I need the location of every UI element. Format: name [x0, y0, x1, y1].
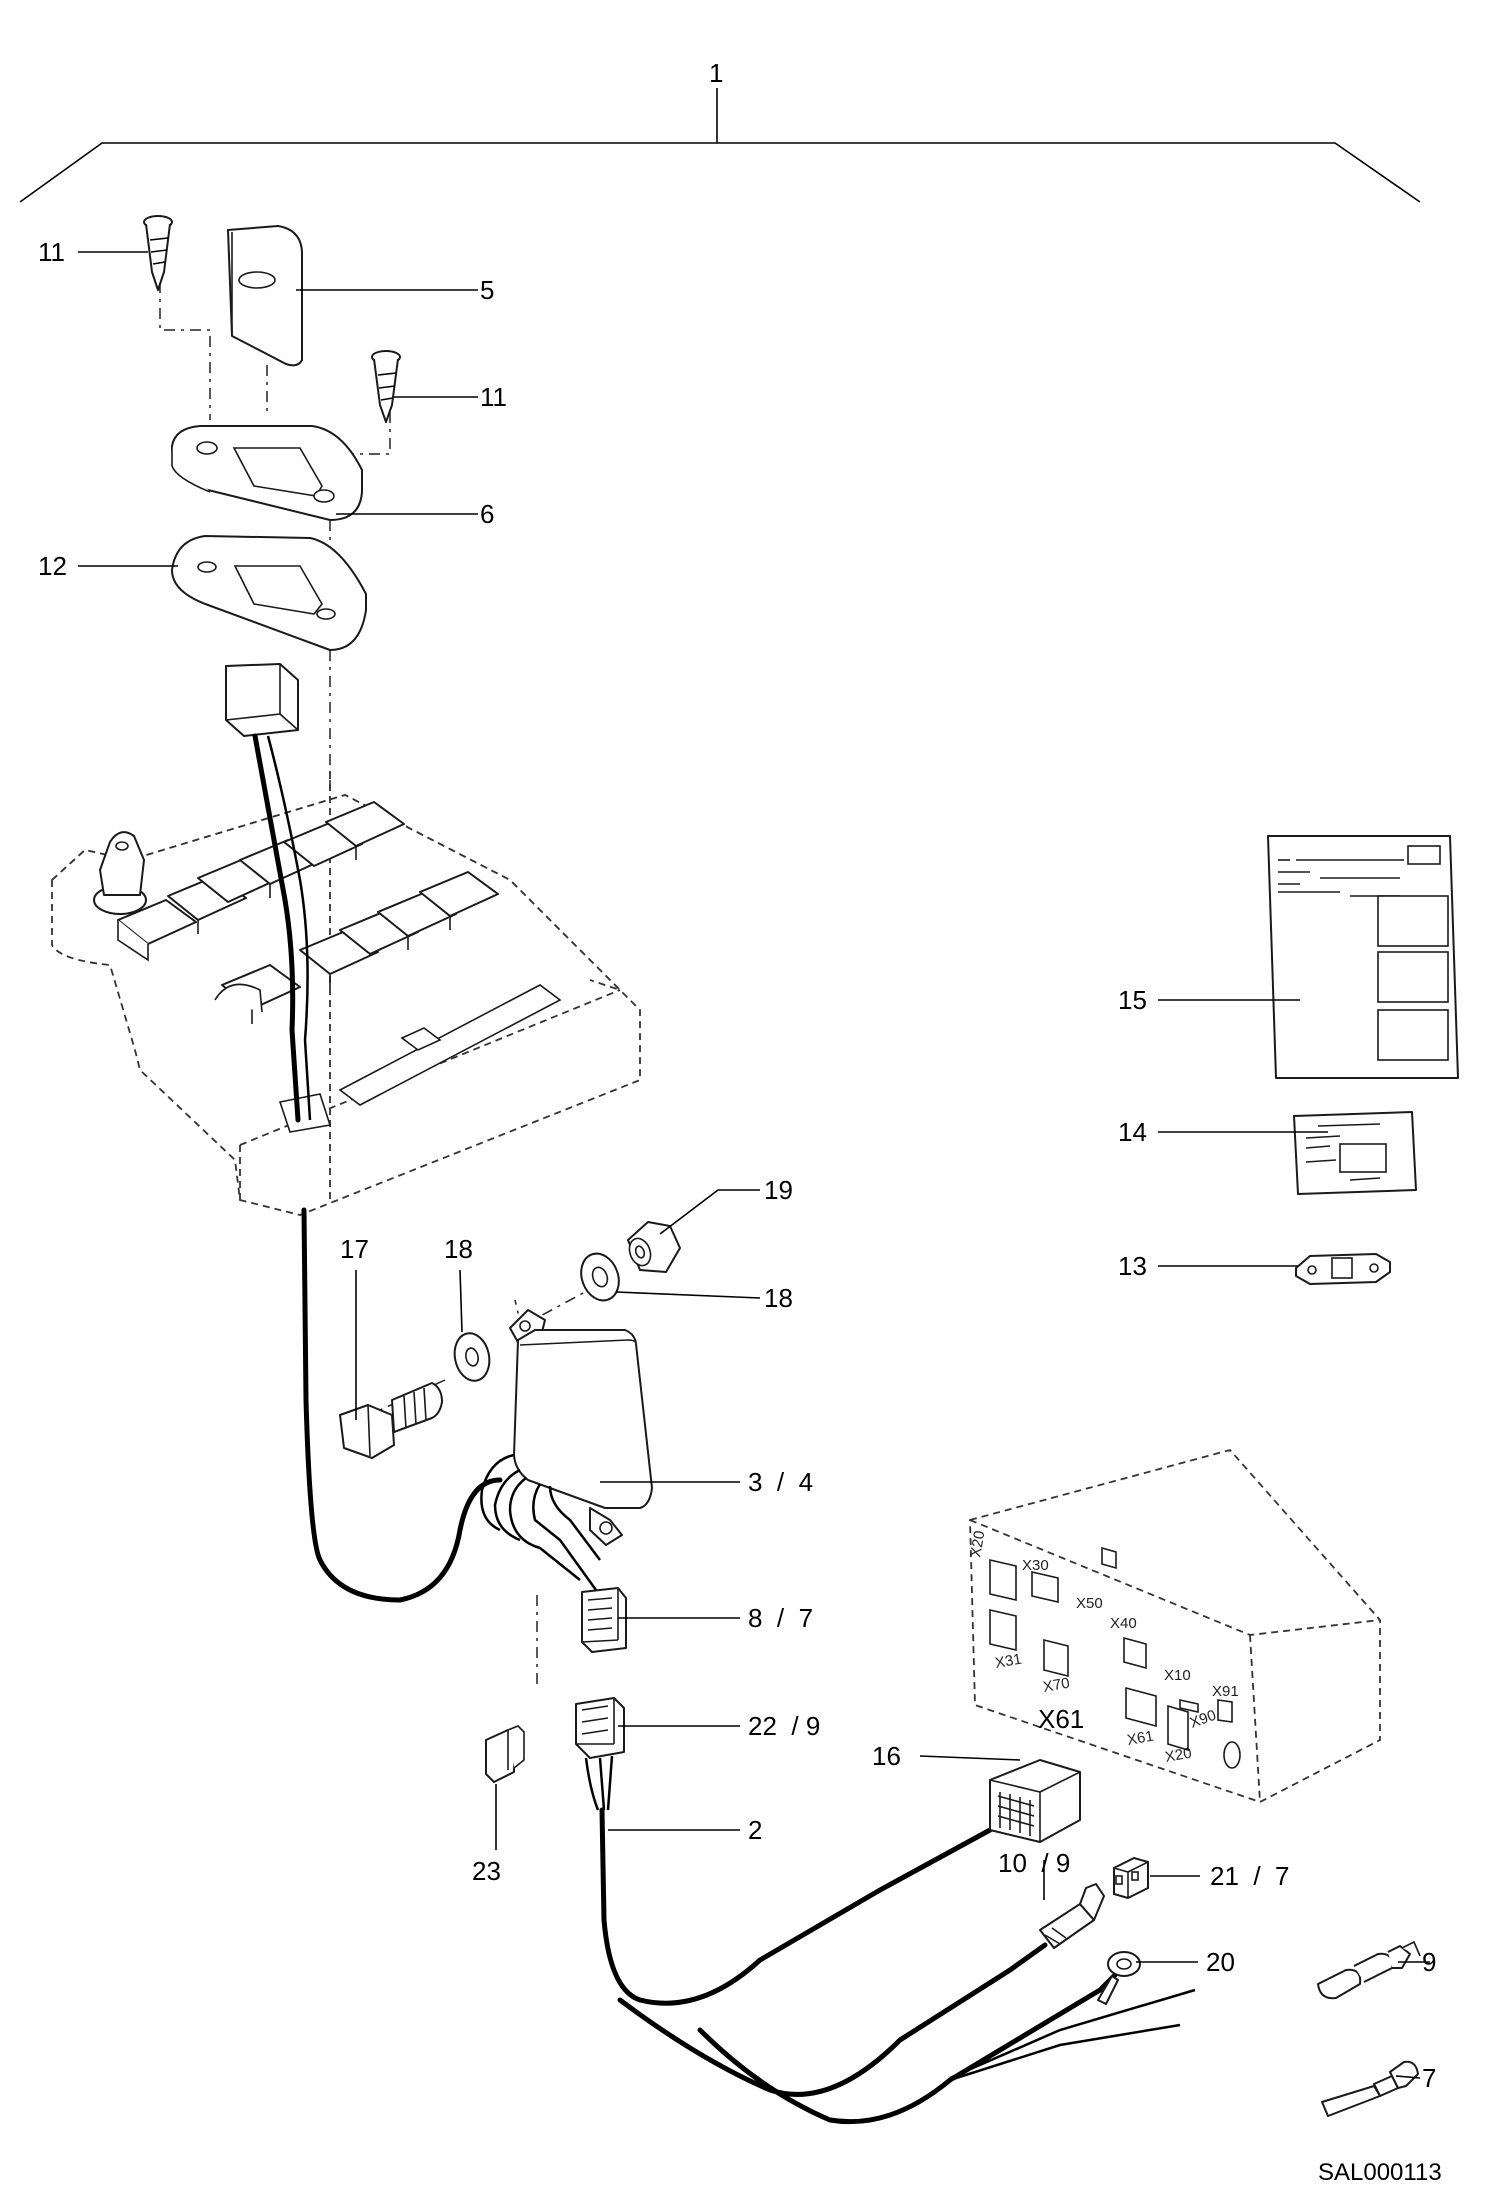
small-plate-icon — [1295, 1253, 1391, 1285]
assembly-bracket — [19, 88, 1421, 203]
callout-19: 19 — [764, 1175, 793, 1205]
gasket-icon — [171, 535, 367, 651]
central-electrics-box-icon: X20 X30 X50 X40 X31 X70 X10 X91 X61 X90 … — [967, 1448, 1381, 1803]
callout-22-9: 22 / 9 — [748, 1711, 820, 1741]
connector-label-x70: X70 — [1042, 1675, 1071, 1696]
callout-8-7: 8 / 7 — [748, 1603, 813, 1633]
label-card-icon — [1293, 1111, 1417, 1195]
washer-icon — [453, 1332, 491, 1382]
callout-5: 5 — [480, 275, 494, 305]
callout-9: 9 — [1422, 1947, 1436, 1977]
connector-label-x10: X10 — [1164, 1667, 1191, 1684]
plug-10-icon — [1039, 1883, 1105, 1949]
harness-cable-main — [252, 733, 503, 1603]
callout-14: 14 — [1118, 1117, 1147, 1147]
callout-12: 12 — [38, 551, 67, 581]
callout-2: 2 — [748, 1815, 762, 1845]
nut-icon — [627, 1221, 681, 1273]
callout-3-4: 3 / 4 — [748, 1467, 813, 1497]
connector-label-x20: X20 — [967, 1529, 988, 1558]
connector-label-x20-lower: X20 — [1164, 1745, 1193, 1766]
callout-13: 13 — [1118, 1251, 1147, 1281]
callout-11-right: 11 — [480, 382, 507, 412]
bolt-icon — [339, 1382, 443, 1459]
callout-15: 15 — [1118, 985, 1147, 1015]
washer-icon — [580, 1252, 620, 1302]
callout-18-left: 18 — [444, 1234, 473, 1264]
callout-21-7: 21 / 7 — [1210, 1861, 1290, 1891]
output-harness-icon — [584, 1755, 1196, 2125]
screw-icon — [143, 215, 173, 291]
callout-17: 17 — [340, 1234, 369, 1264]
instruction-sheet-icon — [1267, 835, 1459, 1079]
ring-terminal-icon — [1097, 1951, 1141, 2005]
connector-label-x50: X50 — [1076, 1595, 1103, 1612]
callout-6: 6 — [480, 499, 494, 529]
fuse-icon — [485, 1725, 525, 1783]
connector-8-icon — [581, 1587, 627, 1653]
connector-label-x61: X61 — [1126, 1728, 1155, 1749]
screw-icon — [371, 350, 401, 423]
drawing-reference: SAL000113 — [1318, 2159, 1442, 2186]
connector-label-x61-main: X61 — [1038, 1704, 1084, 1734]
connector-22-icon — [575, 1697, 625, 1759]
control-panel-icon — [51, 772, 641, 1216]
connector-label-x31: X31 — [994, 1651, 1023, 1672]
callout-18-right: 18 — [764, 1283, 793, 1313]
callout-7: 7 — [1422, 2063, 1436, 2093]
callout-11-left: 11 — [38, 237, 65, 267]
callout-20: 20 — [1206, 1947, 1235, 1977]
flat-receptacle-icon — [1317, 1940, 1421, 2000]
seal-plate-upper-icon — [171, 425, 363, 521]
connector-label-x40: X40 — [1110, 1615, 1137, 1632]
connector-label-x30: X30 — [1022, 1557, 1049, 1574]
connector-label-x91: X91 — [1212, 1683, 1239, 1700]
callout-1: 1 — [709, 58, 723, 88]
rocker-switch-row-lower — [214, 871, 499, 1024]
callout-labels: 1 11 5 11 6 12 15 14 13 17 18 19 18 3 / … — [38, 58, 1436, 2093]
callout-16: 16 — [872, 1741, 901, 1771]
key-cap-icon — [227, 225, 303, 367]
leader-lines — [78, 251, 1430, 2079]
tab-terminal-icon — [1321, 2060, 1419, 2117]
callout-10-9: 10 / 9 — [998, 1848, 1070, 1878]
connector-x61-icon — [989, 1759, 1081, 1843]
switch-connector-icon — [225, 663, 299, 737]
socket-21-icon — [1113, 1857, 1149, 1899]
callout-23: 23 — [472, 1856, 501, 1886]
control-module-icon — [480, 1309, 653, 1591]
